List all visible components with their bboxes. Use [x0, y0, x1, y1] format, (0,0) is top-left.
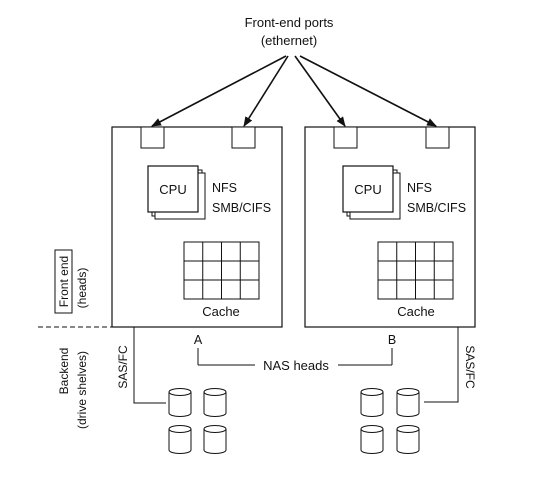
sas-fc-line-b	[424, 327, 459, 403]
drive-b-3-icon	[360, 425, 384, 454]
arrow-to-port-b2	[299, 55, 437, 127]
head-b-letter: B	[388, 333, 396, 347]
head-a-cache-label: Cache	[202, 304, 240, 319]
head-a-cpu-stack	[147, 165, 206, 220]
head-a-protocol-smb: SMB/CIFS	[212, 201, 271, 215]
arrow-to-port-b1	[294, 55, 346, 127]
head-a-port-2	[231, 126, 256, 149]
head-b-cpu-label: CPU	[354, 182, 381, 197]
drive-a-2-icon	[203, 388, 227, 417]
front-end-label-line1: Front end	[57, 256, 71, 307]
front-end-label-box	[54, 249, 73, 314]
drive-shelf-a	[168, 388, 227, 454]
head-a-protocol-nfs: NFS	[212, 181, 237, 195]
drive-a-1-icon	[168, 388, 192, 417]
sas-fc-label-b: SAS/FC	[463, 345, 477, 389]
head-b-protocol-smb: SMB/CIFS	[407, 201, 466, 215]
nas-head-a: CPU NFS SMB/CIFS Cache	[111, 126, 283, 328]
head-a-cache-grid	[183, 241, 260, 300]
front-end-label-line2: (heads)	[75, 268, 89, 309]
drive-a-3-icon	[168, 425, 192, 454]
head-a-cpu-front-card	[147, 165, 199, 213]
port-arrows	[151, 55, 437, 127]
sas-fc-link-a: SAS/FC	[116, 327, 166, 404]
front-end-ports-subtitle: (ethernet)	[261, 33, 317, 48]
backend-label-line1: Backend	[57, 348, 71, 395]
nas-heads-bracket: A B NAS heads	[194, 333, 396, 373]
backend-label-line2: (drive shelves)	[75, 351, 89, 429]
head-b-port-1	[333, 126, 358, 149]
drive-b-2-icon	[396, 388, 420, 417]
head-a-cpu-label: CPU	[159, 182, 186, 197]
nas-head-b: CPU NFS SMB/CIFS Cache	[304, 126, 476, 328]
sas-fc-line-a	[133, 327, 166, 404]
sas-fc-link-b: SAS/FC	[424, 327, 477, 403]
nas-heads-label: NAS heads	[263, 358, 329, 373]
drive-a-4-icon	[203, 425, 227, 454]
head-b-port-2	[425, 126, 450, 149]
head-b-cache-grid	[377, 241, 454, 300]
drive-shelf-b	[360, 388, 420, 454]
arrow-to-port-a1	[151, 55, 287, 127]
drive-b-1-icon	[360, 388, 384, 417]
arrow-to-port-a2	[243, 55, 289, 127]
sas-fc-label-a: SAS/FC	[116, 345, 130, 389]
head-b-protocol-nfs: NFS	[407, 181, 432, 195]
head-a-letter: A	[194, 333, 203, 347]
head-b-cpu-stack	[342, 165, 401, 220]
head-a-port-1	[140, 126, 165, 149]
head-b-cpu-front-card	[342, 165, 394, 213]
front-end-label: Front end (heads)	[54, 249, 89, 314]
backend-label: Backend (drive shelves)	[57, 348, 89, 429]
front-end-ports-title: Front-end ports	[245, 15, 334, 30]
drive-b-4-icon	[396, 425, 420, 454]
head-b-cache-label: Cache	[397, 304, 435, 319]
